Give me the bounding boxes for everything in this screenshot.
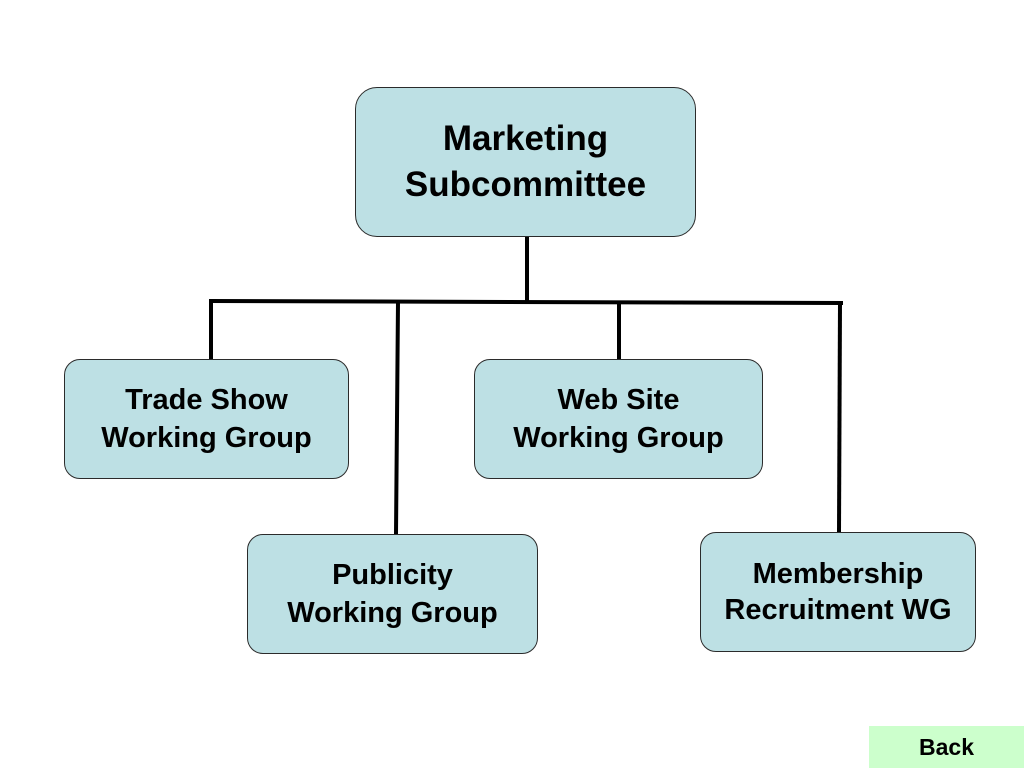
node-membership-recruitment-wg: Membership Recruitment WG — [700, 532, 976, 652]
node-label-line-1: Web Site — [557, 384, 680, 416]
node-label-line-2: Subcommittee — [404, 165, 647, 204]
node-publicity-working-group: Publicity Working Group — [247, 534, 538, 654]
node-label: Web Site Working Group — [513, 381, 724, 457]
connector-membership — [836, 300, 843, 535]
node-label-line-2: Working Group — [513, 422, 724, 454]
connector-horizontal-bar — [208, 298, 844, 306]
node-label-line-1: Membership — [752, 558, 924, 590]
node-label-line-2: Working Group — [287, 597, 498, 629]
node-web-site-working-group: Web Site Working Group — [474, 359, 763, 479]
node-label-line-1: Marketing — [442, 119, 609, 158]
node-label-line-2: Recruitment WG — [724, 594, 952, 626]
node-label: Trade Show Working Group — [101, 381, 312, 457]
node-marketing-subcommittee: Marketing Subcommittee — [355, 87, 696, 237]
node-label: Membership Recruitment WG — [724, 556, 951, 628]
node-label: Marketing Subcommittee — [405, 116, 646, 208]
node-label-line-1: Trade Show — [125, 384, 288, 416]
node-label-line-2: Working Group — [101, 422, 312, 454]
connector-publicity — [393, 299, 401, 537]
back-button[interactable]: Back — [869, 726, 1024, 768]
node-label: Publicity Working Group — [287, 556, 498, 632]
node-label-line-1: Publicity — [332, 559, 453, 591]
node-trade-show-working-group: Trade Show Working Group — [64, 359, 349, 479]
